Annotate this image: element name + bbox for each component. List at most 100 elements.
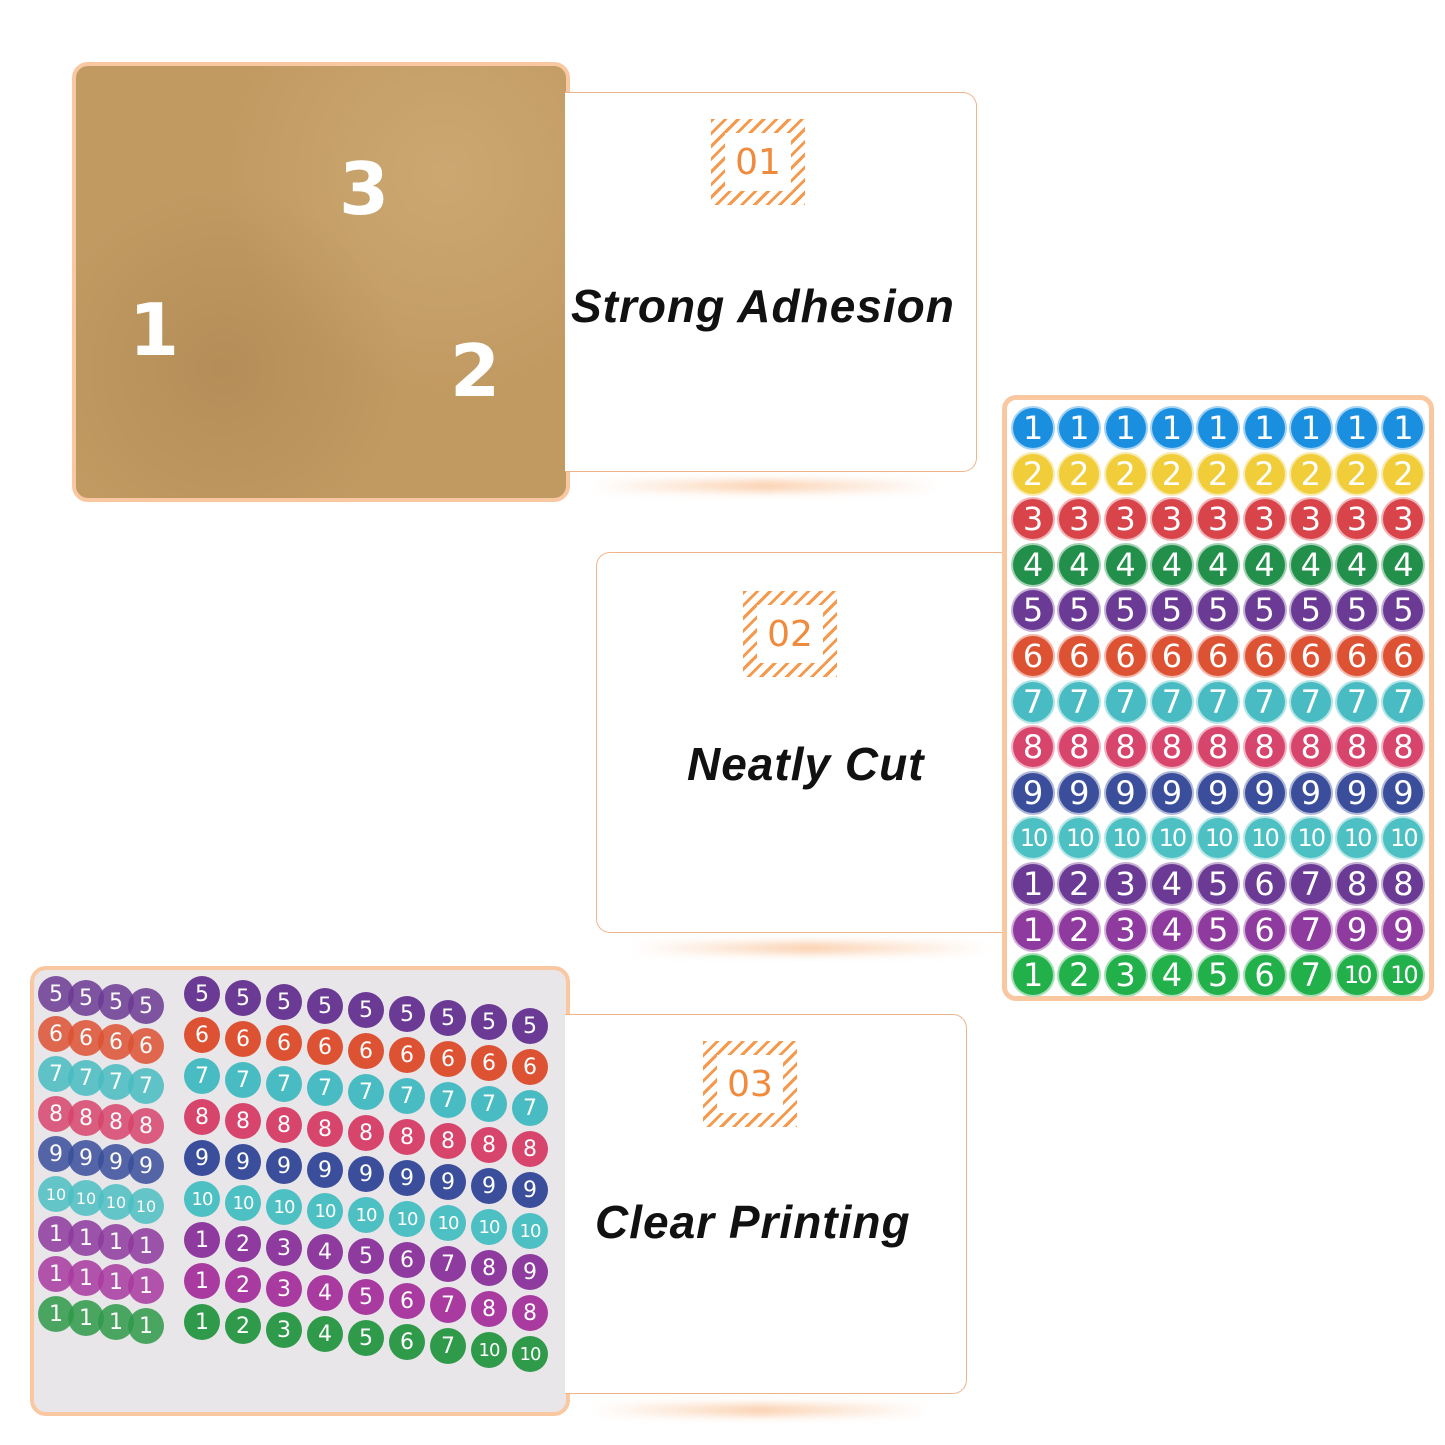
sticker-dot: 8 bbox=[307, 1111, 343, 1147]
sticker-dot: 5 bbox=[1335, 588, 1380, 633]
sticker-dot: 8 bbox=[1196, 725, 1241, 770]
sticker-dot: 6 bbox=[348, 1033, 384, 1069]
sticker-dot: 10 bbox=[1335, 816, 1380, 861]
sticker-dot: 7 bbox=[512, 1090, 548, 1126]
feature-title: Strong Adhesion bbox=[571, 280, 955, 332]
sticker-dot: 1 bbox=[1011, 953, 1055, 998]
sticker-dot: 8 bbox=[1335, 862, 1380, 906]
sticker-dot: 4 bbox=[307, 1234, 343, 1270]
sticker-dot: 6 bbox=[307, 1029, 343, 1065]
sticker-dot: 5 bbox=[1242, 588, 1287, 633]
sticker-dot: 10 bbox=[512, 1213, 548, 1249]
sticker-dot: 6 bbox=[1149, 634, 1194, 678]
sticker-dot: 3 bbox=[1242, 497, 1287, 542]
number-badge: 03 bbox=[703, 1041, 797, 1127]
sticker-dot: 5 bbox=[1196, 907, 1241, 952]
sticker-dot: 8 bbox=[1242, 725, 1287, 770]
sticker-dot: 10 bbox=[1149, 816, 1194, 861]
sticker-dot: 8 bbox=[1335, 725, 1380, 770]
sticker-dot: 10 bbox=[266, 1189, 302, 1225]
sticker-dot: 10 bbox=[471, 1332, 507, 1368]
sticker-dot: 6 bbox=[430, 1041, 466, 1077]
sticker-dot: 3 bbox=[1103, 953, 1148, 998]
badge-number: 03 bbox=[727, 1063, 773, 1105]
sticker-dot: 9 bbox=[184, 1140, 220, 1176]
sticker-dot: 3 bbox=[1057, 497, 1102, 542]
sticker-dot: 9 bbox=[389, 1160, 425, 1196]
sticker-dot: 7 bbox=[128, 1068, 164, 1104]
sticker-dot: 6 bbox=[471, 1045, 507, 1081]
sticker-dot: 6 bbox=[1335, 634, 1380, 678]
sticker-dot: 5 bbox=[128, 988, 164, 1024]
sticker-dot: 10 bbox=[471, 1209, 507, 1245]
sticker-dot: 6 bbox=[1196, 634, 1241, 678]
sticker-dot: 6 bbox=[266, 1025, 302, 1061]
sticker-dot: 2 bbox=[1057, 907, 1102, 952]
kraft-sticker-label: 3 bbox=[338, 147, 390, 231]
sticker-dot: 7 bbox=[266, 1066, 302, 1102]
sticker-dot: 3 bbox=[1149, 497, 1194, 542]
sticker-dot: 10 bbox=[98, 1184, 134, 1220]
sticker-dot: 6 bbox=[38, 1016, 74, 1052]
sticker-dot: 7 bbox=[430, 1328, 466, 1364]
kraft-sticker-label: 2 bbox=[449, 329, 501, 413]
sticker-dot: 3 bbox=[1381, 497, 1426, 542]
sticker-dot: 7 bbox=[1288, 862, 1333, 906]
sticker-dot: 6 bbox=[389, 1037, 425, 1073]
feature-card-3: 03 Clear Printing bbox=[565, 1014, 967, 1394]
sticker-dot: 8 bbox=[225, 1103, 261, 1139]
sticker-dot: 7 bbox=[430, 1287, 466, 1323]
sticker-dot: 9 bbox=[1011, 770, 1055, 815]
kraft-sticker-3: 3 bbox=[298, 130, 430, 248]
sticker-dot: 5 bbox=[1196, 953, 1241, 998]
sticker-dot: 8 bbox=[1288, 725, 1333, 770]
sticker-dot: 7 bbox=[184, 1058, 220, 1094]
sticker-dot: 7 bbox=[1149, 679, 1194, 724]
sticker-dot: 4 bbox=[1288, 542, 1333, 587]
sticker-dot: 4 bbox=[1149, 862, 1194, 906]
sticker-dot: 7 bbox=[430, 1082, 466, 1118]
sticker-dot: 7 bbox=[1381, 679, 1426, 724]
sticker-dot: 1 bbox=[1011, 406, 1055, 450]
sticker-dot: 10 bbox=[1242, 816, 1287, 861]
sticker-dot: 3 bbox=[1103, 862, 1148, 906]
sticker-dot: 1 bbox=[1242, 406, 1287, 450]
sticker-dot: 9 bbox=[128, 1148, 164, 1184]
sticker-dot: 5 bbox=[512, 1008, 548, 1044]
sticker-dot: 10 bbox=[1011, 816, 1055, 861]
sticker-dot: 1 bbox=[128, 1308, 164, 1344]
sticker-dot: 7 bbox=[1196, 679, 1241, 724]
sticker-dot: 8 bbox=[68, 1100, 104, 1136]
sticker-dot: 5 bbox=[348, 992, 384, 1028]
sticker-dot: 5 bbox=[1149, 588, 1194, 633]
sticker-dot: 8 bbox=[512, 1295, 548, 1331]
sticker-dot: 5 bbox=[389, 996, 425, 1032]
sticker-dot: 5 bbox=[1057, 588, 1102, 633]
sticker-dot: 1 bbox=[128, 1268, 164, 1304]
sticker-dot: 6 bbox=[1242, 862, 1287, 906]
sticker-dot: 3 bbox=[1103, 497, 1148, 542]
sticker-dot: 9 bbox=[225, 1144, 261, 1180]
sticker-dot: 4 bbox=[1381, 542, 1426, 587]
sticker-dot: 6 bbox=[1011, 634, 1055, 678]
sticker-dot: 3 bbox=[1288, 497, 1333, 542]
kraft-sticker-1: 1 bbox=[88, 271, 220, 389]
card-shadow bbox=[590, 1404, 930, 1416]
sticker-dot: 6 bbox=[389, 1283, 425, 1319]
sticker-dot: 7 bbox=[430, 1246, 466, 1282]
sticker-dot: 2 bbox=[225, 1226, 261, 1262]
sticker-dot: 6 bbox=[512, 1049, 548, 1085]
sticker-dot: 1 bbox=[1103, 406, 1148, 450]
sticker-dot: 7 bbox=[1288, 907, 1333, 952]
sticker-dot: 6 bbox=[1242, 634, 1287, 678]
sticker-dot: 6 bbox=[1242, 953, 1287, 998]
sticker-dot: 4 bbox=[1011, 542, 1055, 587]
sticker-dot: 9 bbox=[1335, 907, 1380, 952]
sticker-dot: 4 bbox=[1196, 542, 1241, 587]
sticker-dot: 3 bbox=[266, 1312, 302, 1348]
sticker-dot: 10 bbox=[1103, 816, 1148, 861]
sticker-dot: 1 bbox=[1196, 406, 1241, 450]
sticker-dot: 5 bbox=[1196, 588, 1241, 633]
sticker-dot: 4 bbox=[1242, 542, 1287, 587]
sticker-dot: 8 bbox=[1381, 862, 1426, 906]
